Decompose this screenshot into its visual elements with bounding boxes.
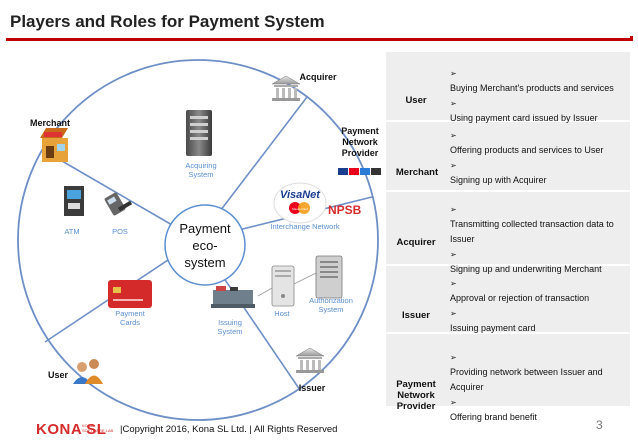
list-item: ➢Offering brand benefit (450, 398, 537, 422)
server-icon (186, 110, 212, 156)
bank-icon-acquirer (271, 75, 301, 101)
list-item: ➢Using payment card issued by Issuer (450, 99, 598, 123)
role-name-user: User (405, 95, 427, 106)
center-circle (164, 204, 246, 286)
svg-text:MasterCard: MasterCard (292, 207, 308, 211)
label-interchange-network: Interchange Network (270, 222, 340, 231)
list-item: ➢Signing up with Acquirer (450, 161, 547, 185)
role-bullets-merchant: ➢Offering products and services to User … (450, 128, 628, 188)
list-item: ➢Buying Merchant's products and services (450, 69, 614, 93)
card-printer-icon (211, 286, 255, 308)
authorization-server-icon (315, 255, 343, 299)
label-authorization-system: Authorization System (309, 296, 353, 314)
list-item: ➢Transmitting collected transaction data… (450, 205, 614, 244)
label-payment-network-provider: Payment Network Provider (341, 126, 379, 158)
list-item: ➢Providing network between Issuer and Ac… (450, 353, 603, 392)
label-issuer: Issuer (298, 383, 326, 393)
role-name-payment-network-provider: Payment Network Provider (396, 379, 436, 412)
npsb-logo: NPSB (328, 203, 362, 217)
kona-logo-subtitle: KONA SOFTWARE LAB (82, 423, 114, 433)
center-label: Payment eco- system (179, 221, 231, 270)
copyright-text: |Copyright 2016, Kona SL Ltd. | All Righ… (120, 424, 338, 435)
label-acquirer: Acquirer (299, 72, 337, 82)
atm-icon (64, 186, 84, 216)
list-item: ➢Issuing payment card (450, 309, 536, 333)
row-divider (386, 264, 630, 266)
label-pos: POS (112, 227, 128, 236)
role-name-acquirer: Acquirer (396, 237, 436, 248)
title-rule-end (630, 36, 633, 41)
label-issuing-system: Issuing System (217, 318, 243, 336)
user-icon (73, 359, 103, 384)
label-atm: ATM (64, 227, 80, 236)
label-acquiring-system: Acquiring System (185, 161, 217, 179)
role-name-issuer: Issuer (402, 310, 430, 321)
kona-logo: KONA SL (36, 421, 107, 438)
visanet-logo: VisaNet MasterCard (273, 182, 327, 224)
payment-card-icon (108, 280, 152, 308)
label-payment-cards: Payment Cards (115, 309, 145, 327)
title-rule (6, 38, 632, 41)
label-user: User (48, 370, 69, 380)
list-item: ➢Signing up and underwriting Merchant (450, 250, 602, 274)
host-server-icon (271, 265, 295, 307)
outer-circle (17, 59, 379, 421)
list-item: ➢Approval or rejection of transaction (450, 279, 590, 303)
bank-icon-issuer (295, 347, 325, 373)
svg-text:VisaNet: VisaNet (280, 189, 321, 201)
label-merchant: Merchant (30, 118, 71, 128)
role-bullets-issuer: ➢Approval or rejection of transaction ➢I… (450, 276, 628, 336)
page-title: Players and Roles for Payment System (10, 12, 325, 31)
row-divider (386, 332, 630, 334)
row-divider (386, 190, 630, 192)
role-bullets-user: ➢Buying Merchant's products and services… (450, 66, 628, 126)
role-bullets-acquirer: ➢Transmitting collected transaction data… (450, 202, 628, 277)
role-bullets-payment-network-provider: ➢Providing network between Issuer and Ac… (450, 350, 628, 425)
roles-panel (386, 52, 630, 406)
label-host: Host (274, 309, 290, 318)
card-brands-icon (338, 168, 381, 175)
role-name-merchant: Merchant (395, 167, 439, 178)
pos-terminal-icon (104, 192, 133, 216)
shop-icon-merchant (40, 128, 68, 162)
page-number: 3 (596, 418, 603, 432)
list-item: ➢Offering products and services to User (450, 131, 604, 155)
row-divider (386, 120, 630, 122)
